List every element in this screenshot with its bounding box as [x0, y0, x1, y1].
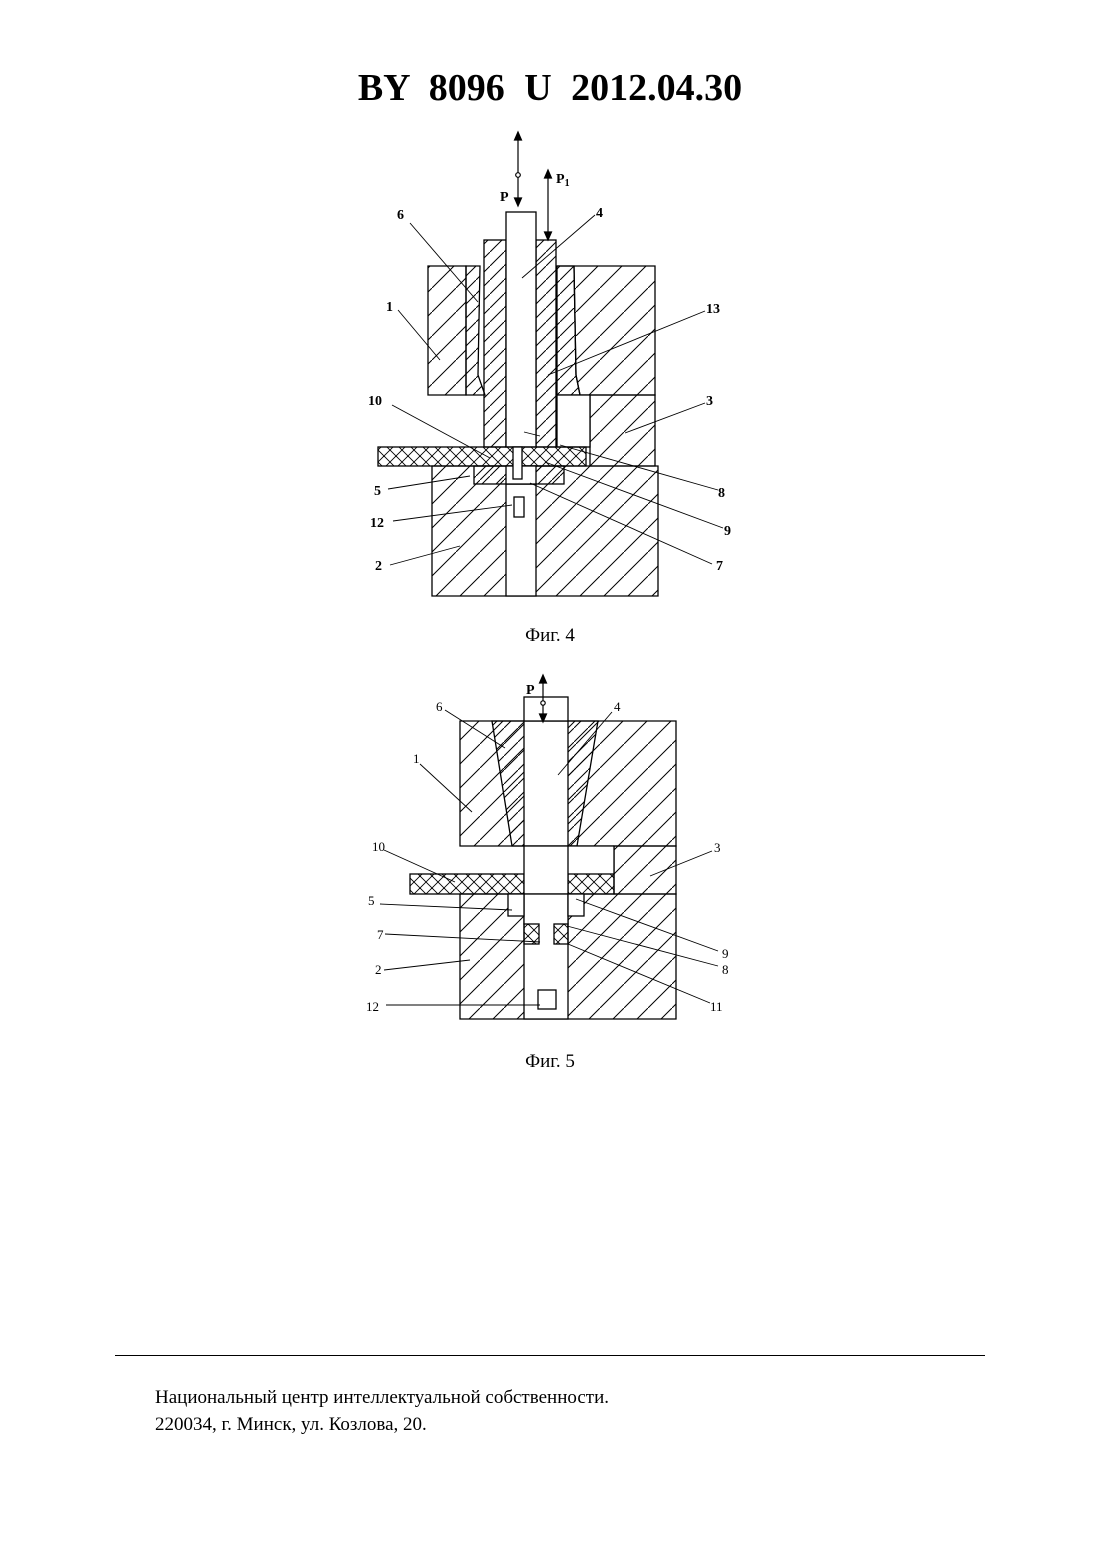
part-10: [410, 874, 524, 894]
fig5-label-3: 3: [714, 840, 721, 855]
footer: Национальный центр интеллектуальной собс…: [155, 1384, 609, 1438]
footer-line-1: Национальный центр интеллектуальной собс…: [155, 1384, 609, 1411]
figure-5-caption: Фиг. 5: [0, 1051, 1100, 1073]
fig5-label-7: 7: [377, 927, 384, 942]
part-5: [508, 894, 524, 916]
part-3: [614, 846, 676, 894]
fig5-label-12: 12: [366, 999, 379, 1014]
fig5-label-10: 10: [372, 839, 385, 854]
figure-5-drawing: P 6 4 1 10 3 5 9 7 8 2 11 12: [0, 0, 1100, 1050]
fig5-label-8: 8: [722, 962, 729, 977]
fig5-label-2: 2: [375, 962, 382, 977]
fig5-label-6: 6: [436, 699, 443, 714]
footer-divider: [115, 1355, 985, 1356]
fig5-label-4: 4: [614, 699, 621, 714]
part-4: [524, 697, 568, 721]
fig5-label-5: 5: [368, 893, 375, 908]
fig5-label-11: 11: [710, 999, 723, 1014]
fig5-label-9: 9: [722, 946, 729, 961]
footer-line-2: 220034, г. Минск, ул. Козлова, 20.: [155, 1411, 609, 1438]
part-12: [538, 990, 556, 1009]
force-label-p: P: [526, 683, 535, 698]
fig5-label-1: 1: [413, 751, 420, 766]
